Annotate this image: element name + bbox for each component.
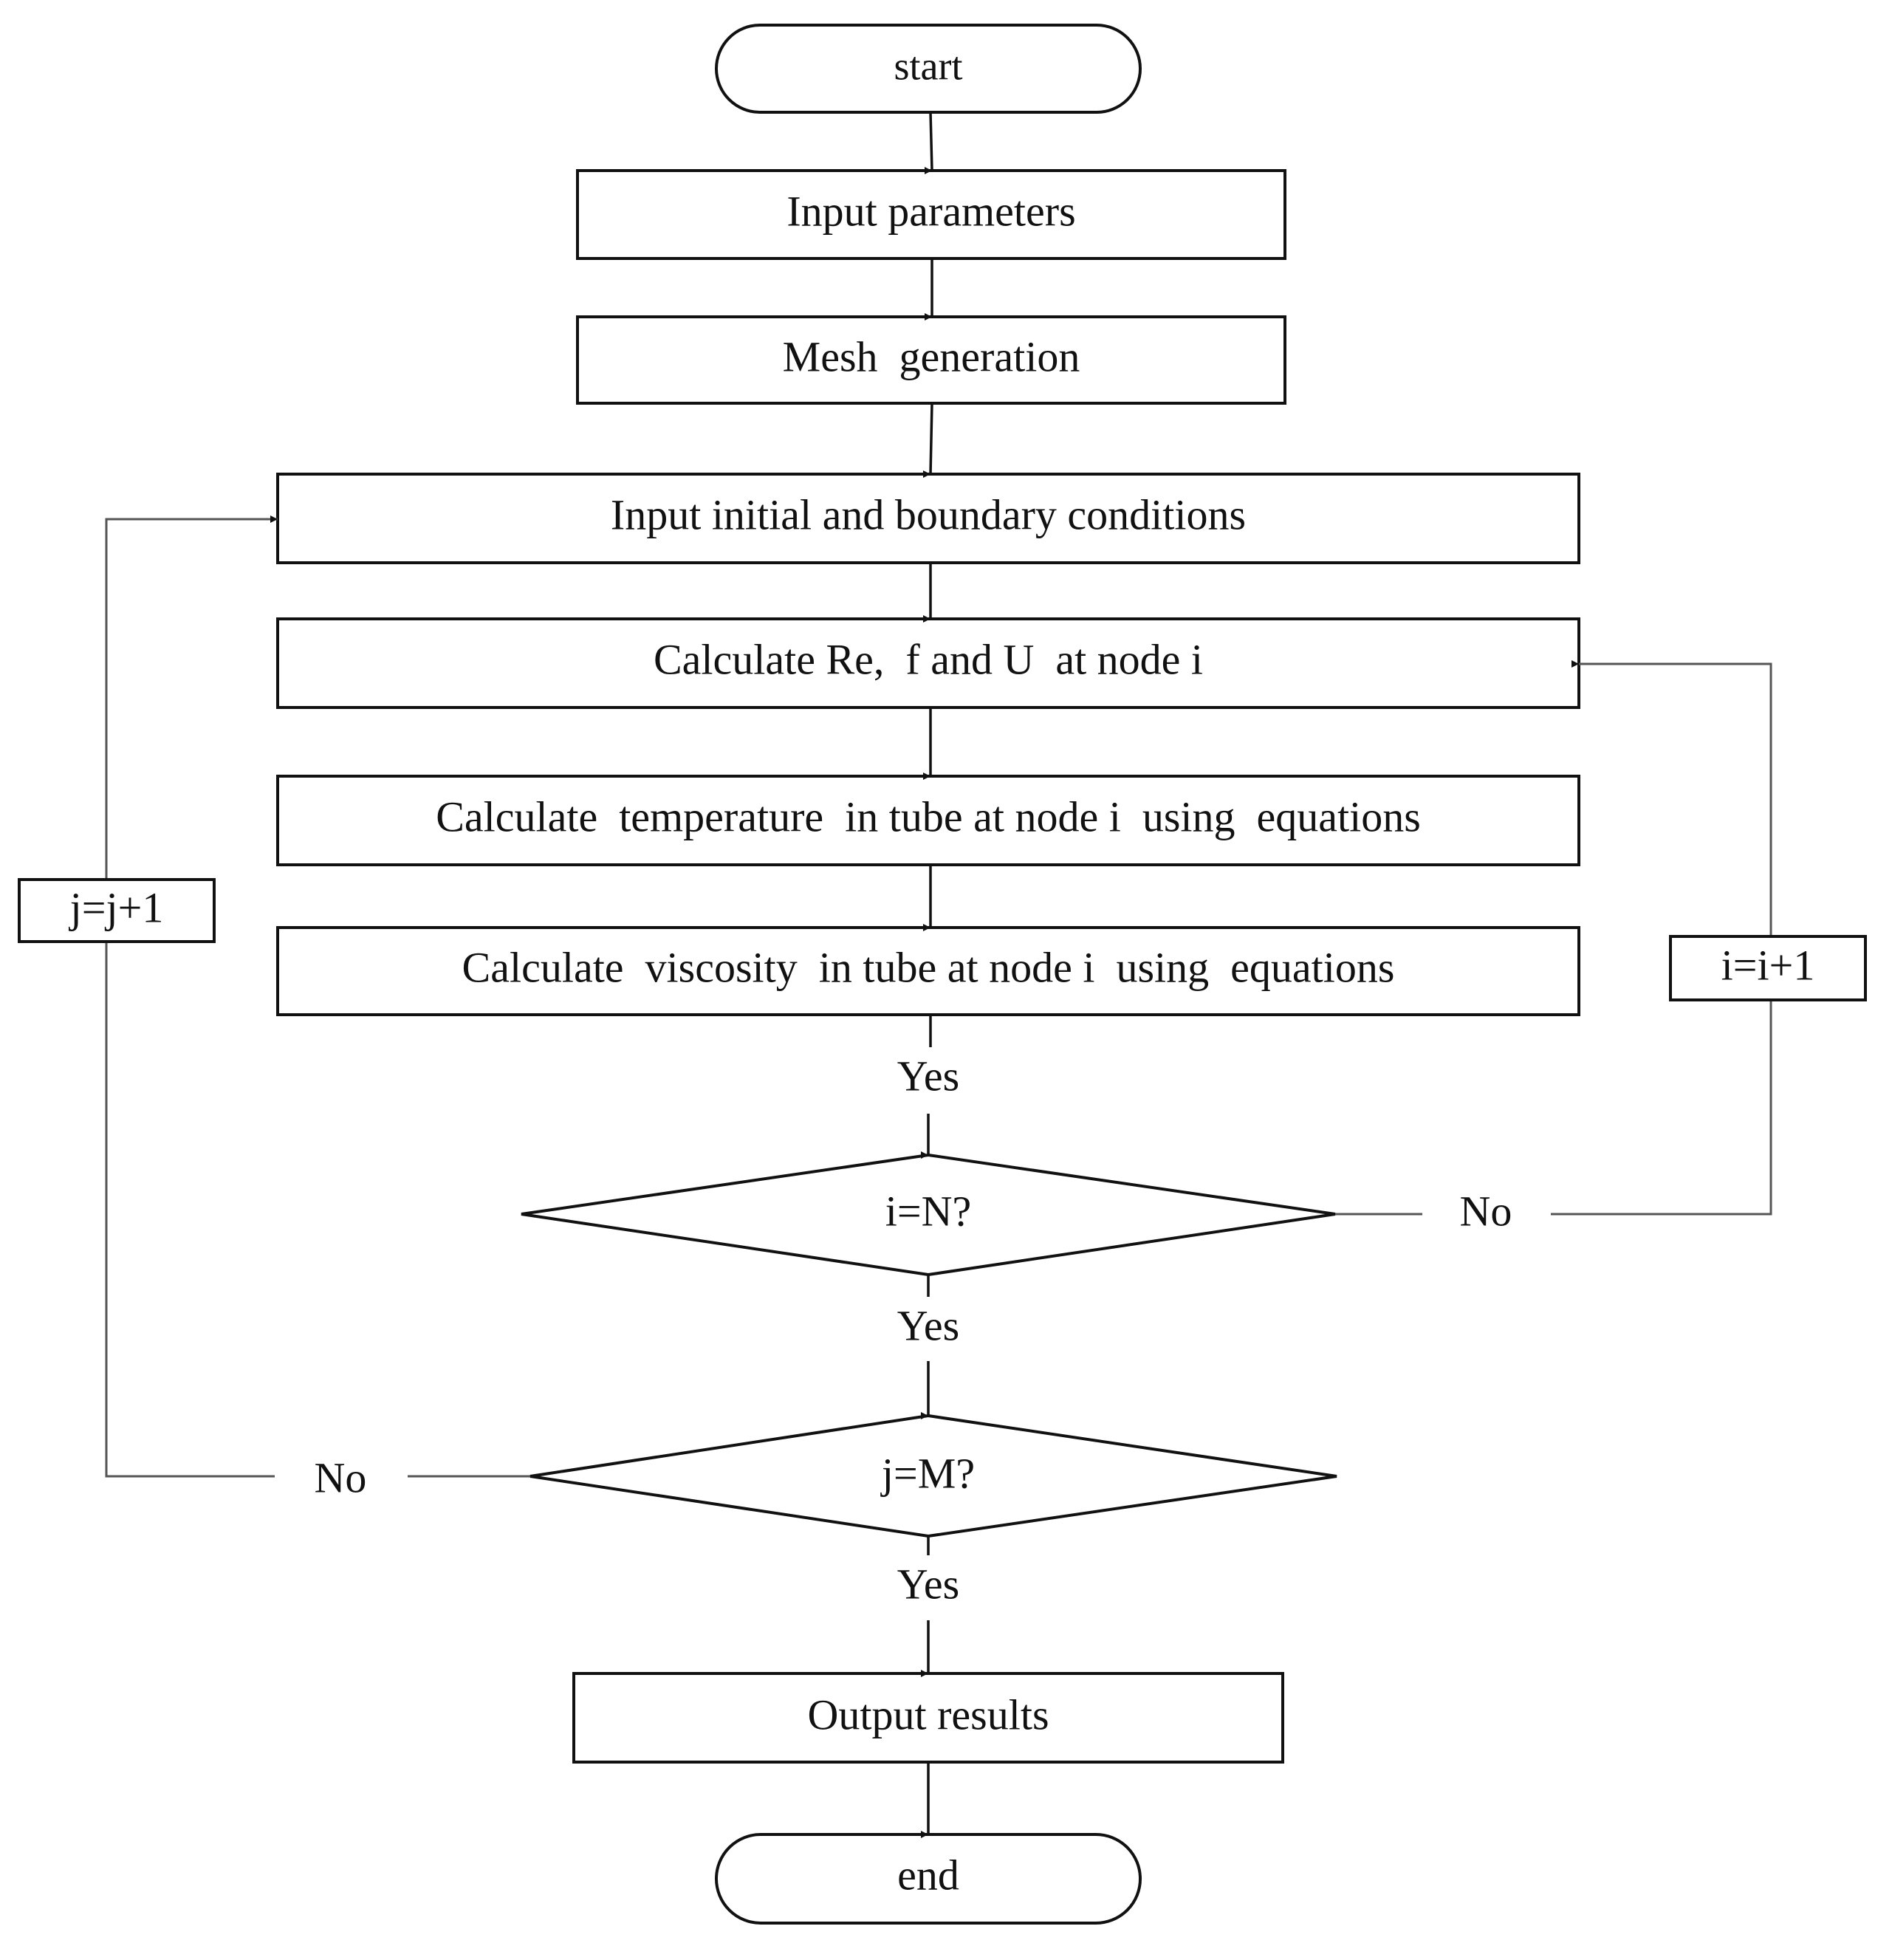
- mesh-generation-label: Mesh generation: [783, 332, 1080, 380]
- yes-label-2: Yes: [897, 1301, 959, 1349]
- yes-label-3: Yes: [897, 1560, 959, 1608]
- initial-boundary-label: Input initial and boundary conditions: [611, 490, 1246, 538]
- i-increment-label: i=i+1: [1721, 941, 1815, 989]
- input-parameters-label: Input parameters: [786, 187, 1075, 235]
- initial-boundary-box: [276, 473, 1580, 564]
- no-label-j: No: [315, 1453, 367, 1501]
- calc-temperature-label: Calculate temperature in tube at node i …: [436, 792, 1421, 840]
- input-parameters-box: [576, 169, 1286, 260]
- j-increment-label: j=j+1: [69, 883, 164, 931]
- loop-j-return-line: [105, 515, 278, 1478]
- decision-j-label: j=M?: [880, 1449, 975, 1497]
- calc-viscosity-label: Calculate viscosity in tube at node i us…: [462, 943, 1395, 991]
- j-increment-box: [18, 878, 216, 943]
- no-label-i: No: [1460, 1187, 1512, 1235]
- arrow-start-to-input: [925, 112, 933, 174]
- calc-re-f-u-label: Calculate Re, f and U at node i: [654, 635, 1203, 683]
- arrow-mesh-to-initial: [923, 402, 933, 478]
- start-terminal: [715, 24, 1142, 114]
- yes-label-1: Yes: [897, 1052, 959, 1100]
- calc-re-f-u-box: [276, 617, 1580, 709]
- i-increment-box: [1669, 935, 1867, 1001]
- calc-viscosity-box: [276, 926, 1580, 1016]
- output-results-box: [572, 1672, 1284, 1764]
- output-results-label: Output results: [807, 1690, 1049, 1738]
- start-label: start: [894, 44, 963, 88]
- calc-temperature-box: [276, 775, 1580, 866]
- decision-i-label: i=N?: [885, 1187, 971, 1235]
- end-label: end: [897, 1851, 959, 1899]
